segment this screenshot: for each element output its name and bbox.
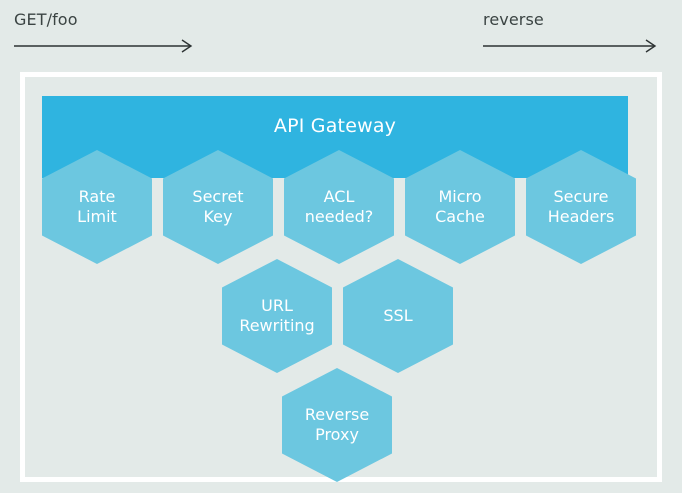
hex-label: Secure Headers [547,187,615,226]
reverse-label: reverse [483,10,544,29]
hex-label: ACL needed? [304,187,374,226]
api-gateway-title: API Gateway [273,115,397,137]
request-label: GET/foo [14,10,78,29]
hex-ssl[interactable]: SSL [343,259,453,373]
hex-label: SSL [383,306,413,325]
hex-label: Micro Cache [435,187,485,226]
request-flow-arrow-icon [14,38,197,54]
hex-label: Rate Limit [77,187,117,226]
hex-label: Secret Key [192,187,244,226]
hex-acl-needed[interactable]: ACL needed? [284,150,394,264]
reverse-flow-arrow-icon [483,38,661,54]
hex-label: URL Rewriting [239,296,315,335]
hex-reverse-proxy[interactable]: Reverse Proxy [282,368,392,482]
hex-micro-cache[interactable]: Micro Cache [405,150,515,264]
hex-label: Reverse Proxy [304,405,370,444]
